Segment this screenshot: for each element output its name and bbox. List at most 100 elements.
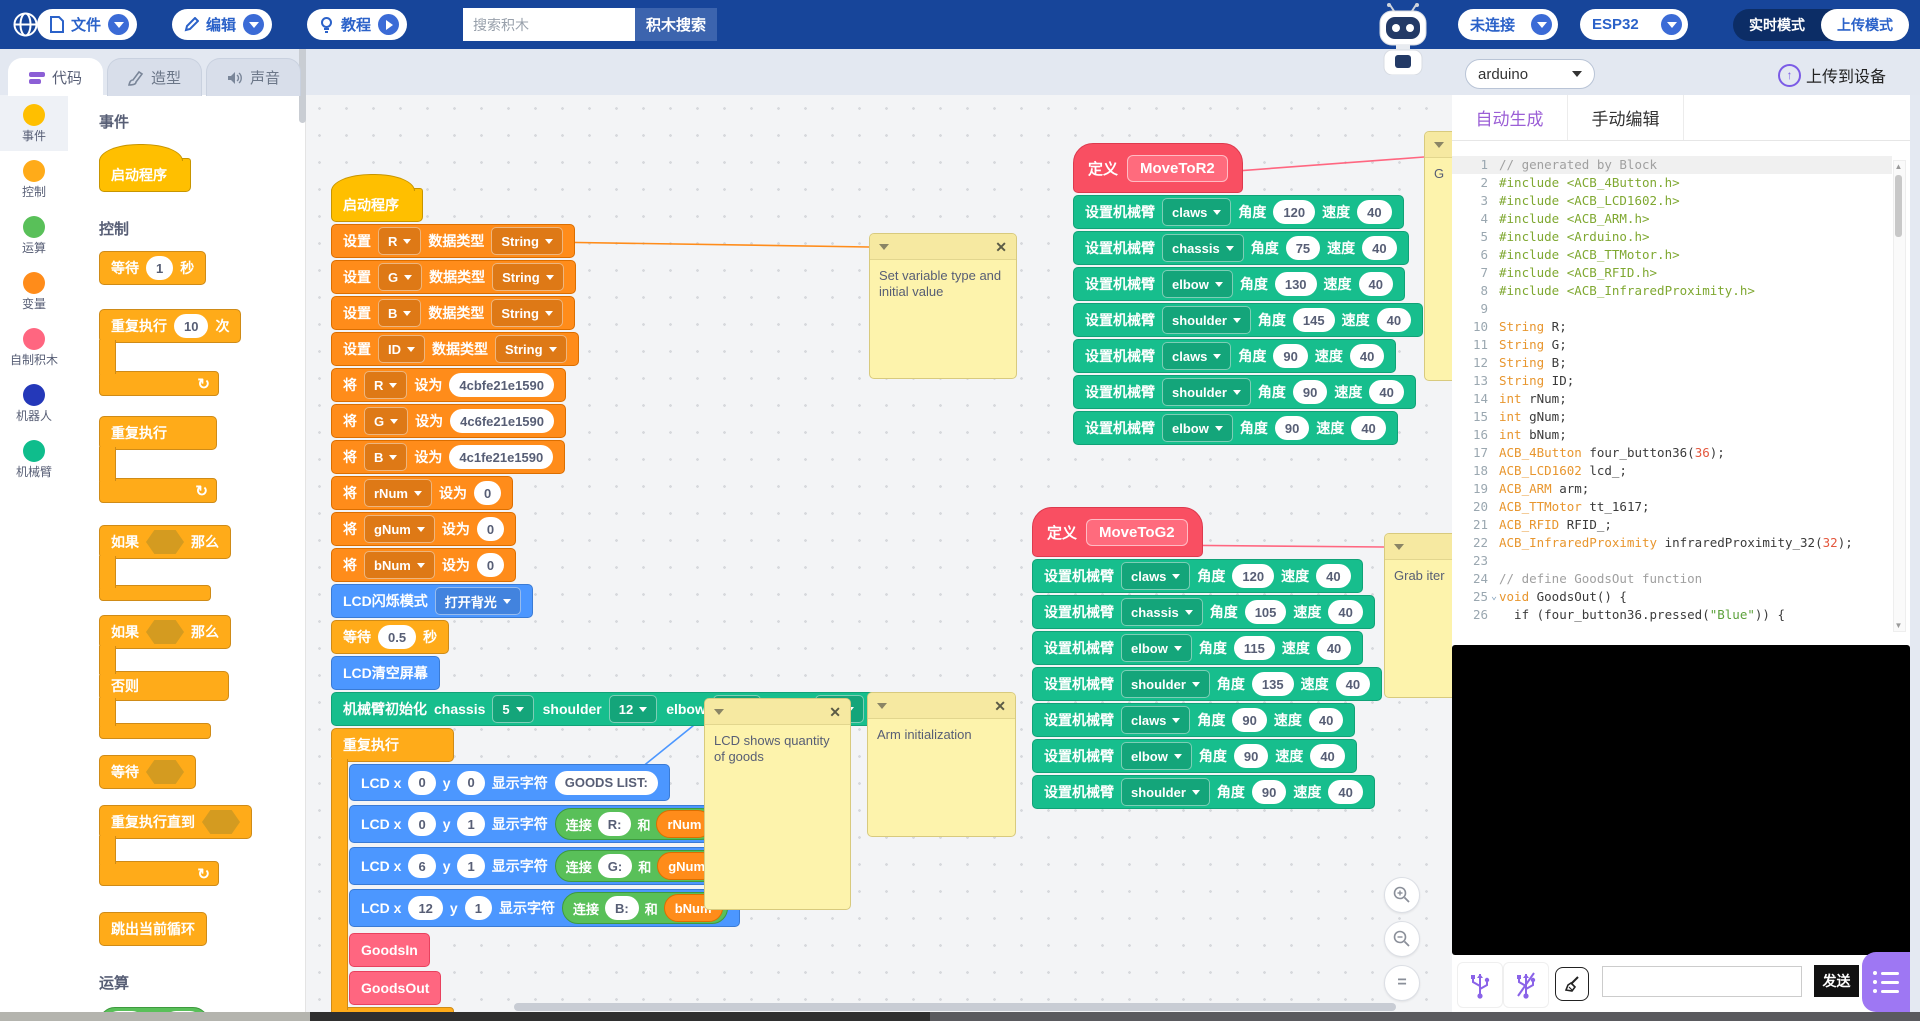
- block-search-input[interactable]: [463, 8, 635, 41]
- mode-toggle[interactable]: 实时模式 上传模式: [1733, 9, 1909, 41]
- condition-slot[interactable]: [202, 810, 240, 834]
- comment-collapse-icon[interactable]: [879, 243, 889, 250]
- value-input[interactable]: 4cbfe21e1590: [449, 373, 554, 397]
- speed-value[interactable]: 40: [1357, 200, 1392, 224]
- code-line[interactable]: 26 if (four_button36.pressed("Blue")) {: [1472, 607, 1785, 622]
- serial-console[interactable]: [1452, 645, 1910, 955]
- join-operator[interactable]: 连接 B: 和 bNum: [561, 892, 728, 924]
- comment-partial-right[interactable]: G: [1424, 131, 1452, 381]
- joint-dropdown[interactable]: shoulder: [1162, 306, 1251, 334]
- tab-costumes[interactable]: 造型: [107, 58, 203, 96]
- comment-arm-init[interactable]: ✕ Arm initialization: [867, 692, 1016, 837]
- code-line[interactable]: 25⌄void GoodsOut() {: [1472, 589, 1627, 604]
- serial-send-button[interactable]: 发送: [1814, 965, 1859, 997]
- lcd-x-value[interactable]: 0: [408, 812, 436, 836]
- type-dropdown[interactable]: String: [492, 263, 564, 291]
- arm-set-block[interactable]: 设置机械臂 claws 角度 90 速度 40: [1032, 703, 1356, 737]
- type-dropdown[interactable]: String: [491, 299, 563, 327]
- variable-dropdown[interactable]: R: [378, 227, 422, 255]
- angle-value[interactable]: 90: [1232, 708, 1267, 732]
- value-input[interactable]: 4c1fe21e1590: [449, 445, 554, 469]
- scroll-up-icon[interactable]: ▲: [1894, 162, 1903, 171]
- assign-string-block[interactable]: 将 G 设为 4c6fe21e1590: [331, 404, 566, 438]
- connection-status[interactable]: 未连接: [1458, 9, 1558, 40]
- join-operator[interactable]: 连接 R: 和 rNum: [554, 808, 718, 840]
- speed-value[interactable]: 40: [1328, 780, 1363, 804]
- palette-forever-block[interactable]: 重复执行 ↻: [99, 416, 217, 503]
- code-line[interactable]: 6#include <ACB_TTMotor.h>: [1480, 247, 1680, 262]
- condition-slot[interactable]: [146, 530, 184, 554]
- variable-dropdown[interactable]: bNum: [364, 551, 435, 579]
- joint-dropdown[interactable]: claws: [1162, 342, 1232, 370]
- speed-value[interactable]: 40: [1358, 272, 1394, 296]
- wait-value[interactable]: 1: [146, 256, 174, 280]
- comment-close-icon[interactable]: ✕: [995, 238, 1007, 255]
- zoom-out-button[interactable]: [1384, 921, 1420, 957]
- comment-lcd-goods[interactable]: ✕ LCD shows quantity of goods: [704, 698, 851, 910]
- arm-set-block[interactable]: 设置机械臂 elbow 角度 130 速度 40: [1073, 267, 1406, 301]
- code-line[interactable]: 4#include <ACB_ARM.h>: [1480, 211, 1650, 226]
- palette-repeat-until-block[interactable]: 重复执行直到 ↻: [99, 805, 252, 886]
- set-var-type-block[interactable]: 设置 G 数据类型 String: [331, 260, 576, 294]
- backlight-dropdown[interactable]: 打开背光: [434, 587, 521, 615]
- joint-dropdown[interactable]: chassis: [1162, 234, 1244, 262]
- wait-value[interactable]: 0.5: [378, 625, 417, 649]
- usb-connect-button[interactable]: [1457, 962, 1503, 1008]
- set-var-type-block[interactable]: 设置 R 数据类型 String: [331, 224, 575, 258]
- code-line[interactable]: 3#include <ACB_LCD1602.h>: [1480, 193, 1680, 208]
- zoom-in-button[interactable]: [1384, 877, 1420, 913]
- speed-value[interactable]: 40: [1349, 344, 1385, 368]
- angle-value[interactable]: 90: [1233, 744, 1269, 768]
- condition-slot[interactable]: [146, 760, 184, 784]
- lcd-x-value[interactable]: 6: [408, 854, 436, 878]
- globe-icon[interactable]: [12, 11, 39, 38]
- variable-dropdown[interactable]: rNum: [364, 479, 432, 507]
- palette-if-block[interactable]: 如果那么: [99, 525, 231, 601]
- clear-console-button[interactable]: [1555, 967, 1589, 1001]
- angle-value[interactable]: 90: [1292, 380, 1328, 404]
- speed-value[interactable]: 40: [1316, 636, 1352, 660]
- palette-wait-until-block[interactable]: 等待: [99, 755, 196, 789]
- lcd-x-value[interactable]: 12: [408, 896, 443, 920]
- category-事件[interactable]: 事件: [0, 95, 68, 151]
- arm-set-block[interactable]: 设置机械臂 claws 角度 120 速度 40: [1032, 559, 1363, 593]
- joint-dropdown[interactable]: elbow: [1121, 742, 1192, 770]
- category-控制[interactable]: 控制: [0, 151, 68, 207]
- arm-set-block[interactable]: 设置机械臂 elbow 角度 90 速度 40: [1073, 411, 1398, 445]
- speed-value[interactable]: 40: [1316, 564, 1351, 588]
- code-line[interactable]: 5#include <Arduino.h>: [1480, 229, 1650, 244]
- category-运算[interactable]: 运算: [0, 207, 68, 263]
- arm-set-block[interactable]: 设置机械臂 shoulder 角度 90 速度 40: [1032, 775, 1375, 809]
- variable-dropdown[interactable]: B: [364, 443, 408, 471]
- code-scrollbar-thumb[interactable]: [1895, 175, 1902, 237]
- join-a-value[interactable]: G:: [597, 854, 633, 878]
- angle-value[interactable]: 135: [1251, 672, 1294, 696]
- tutorial-menu[interactable]: 教程: [307, 9, 407, 40]
- lcd-y-value[interactable]: 1: [457, 812, 485, 836]
- block-search-button[interactable]: 积木搜索: [635, 8, 717, 41]
- console-menu-panel[interactable]: [1862, 952, 1910, 1012]
- servo-value-dropdown[interactable]: 12: [608, 695, 658, 723]
- comment-close-icon[interactable]: ✕: [994, 697, 1006, 714]
- file-menu[interactable]: 文件: [37, 9, 137, 40]
- condition-slot[interactable]: [146, 620, 184, 644]
- angle-value[interactable]: 90: [1273, 344, 1308, 368]
- angle-value[interactable]: 115: [1233, 636, 1275, 660]
- assign-string-block[interactable]: 将 R 设为 4cbfe21e1590: [331, 368, 566, 402]
- lcd-blink-block[interactable]: LCD闪烁模式 打开背光: [331, 584, 533, 618]
- joint-dropdown[interactable]: elbow: [1162, 414, 1233, 442]
- value-input[interactable]: 0: [473, 481, 502, 505]
- code-line[interactable]: 24// define GoodsOut function: [1472, 571, 1703, 586]
- edit-menu[interactable]: 编辑: [172, 9, 272, 40]
- arm-set-block[interactable]: 设置机械臂 chassis 角度 105 速度 40: [1032, 595, 1375, 629]
- type-dropdown[interactable]: String: [495, 335, 567, 363]
